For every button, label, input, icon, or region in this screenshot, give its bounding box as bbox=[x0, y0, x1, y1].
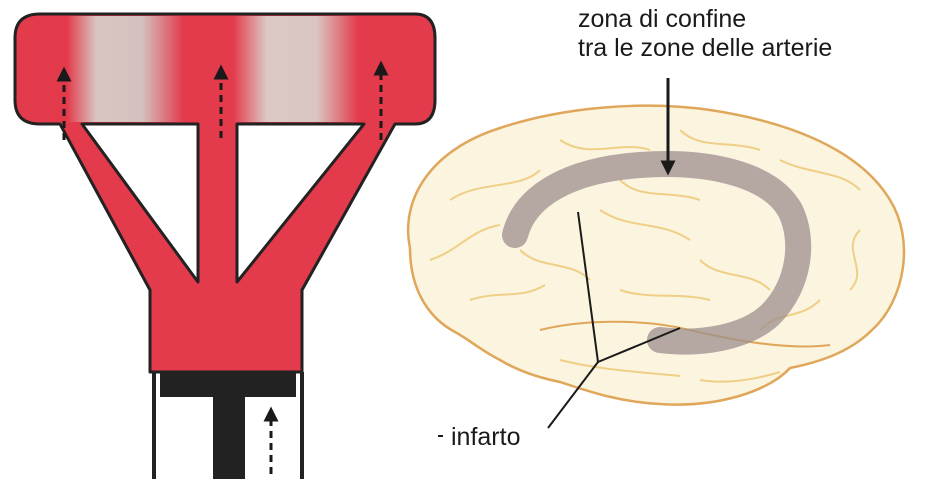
tank-perfusion-bands bbox=[17, 16, 433, 122]
piston-head bbox=[160, 372, 296, 397]
brain-illustration bbox=[408, 78, 904, 436]
pipe-model bbox=[15, 14, 435, 479]
infarct-label: infarto bbox=[451, 423, 520, 452]
border-zone-label-line2: tra le zone delle arterie bbox=[578, 34, 832, 63]
piston-rod bbox=[213, 395, 245, 479]
brain-outline bbox=[408, 106, 904, 405]
border-zone-label-line1: zona di confine bbox=[578, 5, 746, 34]
